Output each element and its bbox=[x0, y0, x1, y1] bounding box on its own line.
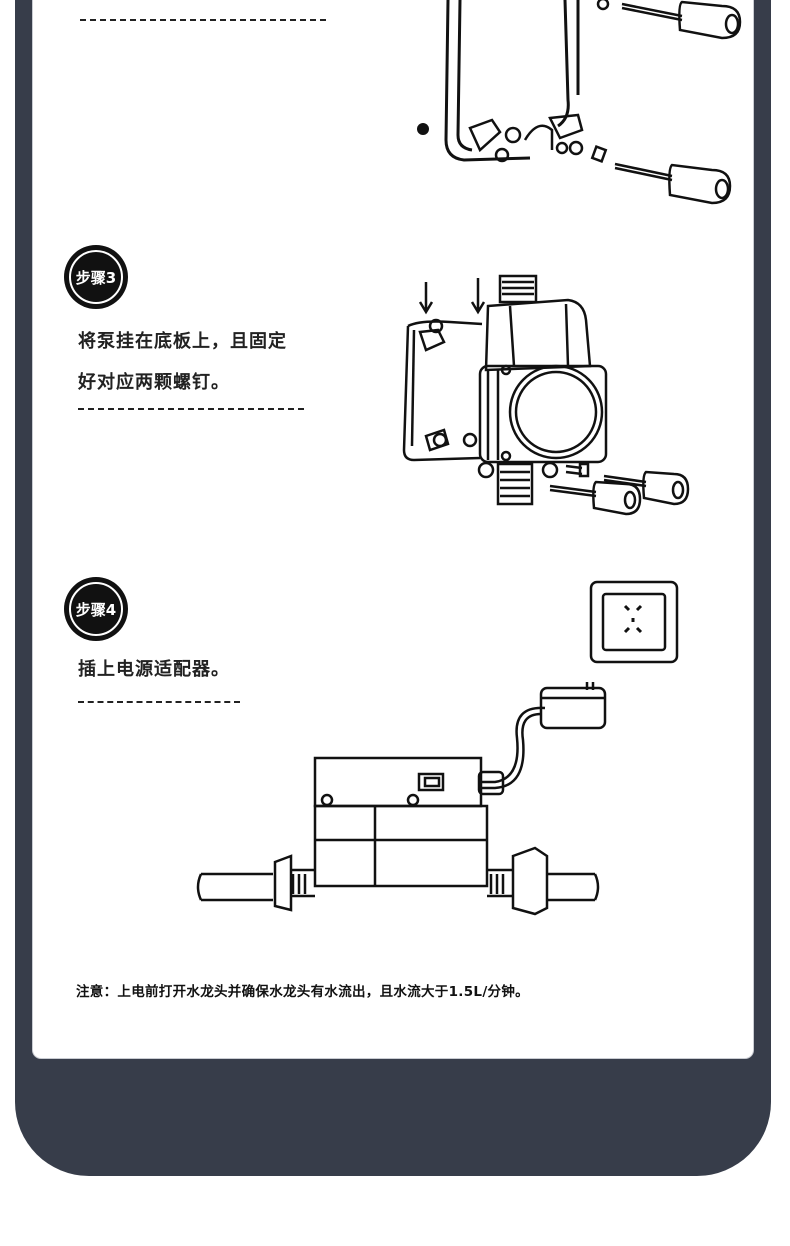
step4-badge: 步骤4 bbox=[64, 577, 128, 641]
step3-badge: 步骤3 bbox=[64, 245, 128, 309]
step3-badge-ring: 步骤3 bbox=[69, 250, 123, 304]
instruction-card bbox=[33, 0, 753, 1058]
step3-divider bbox=[78, 408, 304, 410]
pump-on-plate-illustration bbox=[402, 274, 690, 516]
step4-divider bbox=[78, 701, 240, 703]
step3-text-line1: 将泵挂在底板上，且固定 bbox=[78, 331, 287, 352]
step3-text-line2: 好对应两颗螺钉。 bbox=[78, 372, 230, 393]
power-adapter-illustration bbox=[196, 580, 679, 916]
step3-badge-label: 步骤3 bbox=[75, 268, 117, 287]
warning-note: 注意：上电前打开水龙头并确保水龙头有水流出，且水流大于1.5L/分钟。 bbox=[76, 984, 529, 1000]
step2-divider bbox=[80, 19, 326, 21]
mounting-plate-screws-illustration bbox=[417, 0, 742, 205]
step4-text-line1: 插上电源适配器。 bbox=[78, 659, 230, 680]
step4-badge-label: 步骤4 bbox=[75, 600, 117, 619]
step4-badge-ring: 步骤4 bbox=[69, 582, 123, 636]
